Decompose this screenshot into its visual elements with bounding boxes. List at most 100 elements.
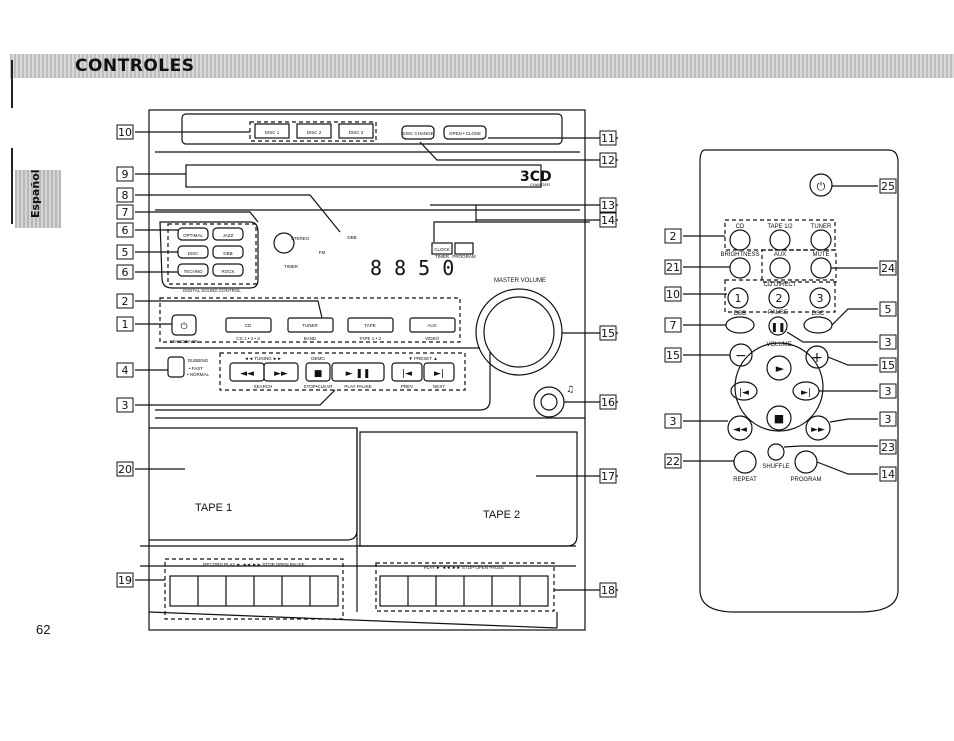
tuner-source-button[interactable] [287,317,334,333]
remote-stop-button[interactable] [766,405,792,431]
callout-number: 24 [881,262,895,275]
remote-digit-2[interactable] [768,287,790,309]
disc3-button[interactable] [338,123,374,139]
callout-number: 3 [122,399,129,412]
disc-change-button[interactable] [401,125,435,140]
rock-button[interactable] [212,263,244,277]
disc1-button[interactable] [254,123,290,139]
tape-source-label: TAPE [364,323,375,328]
callout-number: 13 [601,199,615,212]
remote-program-button[interactable] [794,450,818,474]
dbb-label: DBB [223,251,232,256]
margin-rule [11,148,13,224]
callout-number: 9 [122,168,129,181]
remote-plus-icon: + [811,350,823,366]
remote-tape-label: TAPE 1/2 [767,224,793,230]
remote-minus-icon: − [735,348,747,364]
remote-rewind-icon: ◄◄ [733,425,747,435]
unit-base [148,611,558,629]
remote-program-label: PROGRAM [790,477,821,483]
next-button[interactable] [423,362,455,382]
tape1-label: TAPE 1 [195,502,232,514]
remote-digit-3[interactable] [809,287,831,309]
remote-dpad [734,342,824,432]
fast-forward-icon: ►► [274,369,288,379]
fast-forward-button[interactable] [263,362,299,382]
master-volume-knob[interactable] [475,288,563,376]
headphone-jack[interactable] [533,386,565,418]
play-pause-label: PLAY PAUSE [344,384,371,389]
callout-number: 6 [122,224,129,237]
disc-label: DISC [188,251,200,256]
remote-rewind-button[interactable] [727,415,753,441]
remote-cd-label: CD [736,224,745,230]
deck2-keys-label: PLAY ► ◄◄ ►► STOP OPEN PAUSE [424,565,505,570]
prev-label: PREV [401,384,413,389]
disc3-label: DISC 3 [349,130,364,135]
remote-mute-button[interactable] [810,257,832,279]
stop-icon: ■ [314,369,323,379]
callout-number: 18 [601,584,615,597]
callout-number: 7 [122,206,129,219]
callout-number: 20 [118,463,132,476]
remote-play-icon: ► [776,362,785,375]
remote-brightness-button[interactable] [729,257,751,279]
remote-aux-button[interactable] [769,257,791,279]
remote-tape-button[interactable] [769,229,791,251]
standby-button[interactable] [171,314,197,336]
remote-repeat-label: REPEAT [733,477,757,483]
frequency-display: 8 8 5 0 [370,256,454,280]
demo-label: DEMO [311,356,325,361]
remote-dbb-button[interactable] [725,316,755,334]
remote-next-icon: ►| [801,388,811,398]
jazz-button[interactable] [212,227,244,241]
next-label: NEXT [433,384,445,389]
remote-pause-button[interactable] [768,316,788,336]
remote-digit-3-label: 3 [817,292,824,305]
program-button[interactable] [454,242,474,255]
callout-number: 16 [601,396,615,409]
remote-play-button[interactable] [766,355,792,381]
language-tab: Español [15,169,61,228]
callout-number: 5 [885,303,892,316]
digital-sound-control-label: DIGITAL SOUND CONTROL [183,288,241,293]
page-title: CONTROLES [75,56,195,76]
prev-icon: |◄ [402,369,412,379]
aux-source-button[interactable] [409,317,456,333]
tuner-source-label: TUNER [302,323,318,328]
remote-ff-button[interactable] [805,415,831,441]
dbb-button[interactable] [212,245,244,259]
remote-digit-1[interactable] [727,287,749,309]
tape-source-button[interactable] [347,317,394,333]
remote-repeat-button[interactable] [733,450,757,474]
headphone-icon: ♫ [566,385,574,395]
remote-tuner-button[interactable] [810,229,832,251]
techno-button[interactable] [177,263,209,277]
remote-power-button[interactable] [809,173,833,197]
page-number: 62 [36,622,51,637]
tape2-label: TAPE 2 [483,509,520,521]
callout-number: 10 [666,288,680,301]
prev-button[interactable] [391,362,423,382]
remote-pause-icon: ❚❚ [770,323,785,333]
stop-button[interactable] [305,362,331,382]
disc2-button[interactable] [296,123,332,139]
callout-number: 3 [670,415,677,428]
remote-shuffle-button[interactable] [767,443,785,461]
dubbing-switch[interactable] [167,356,185,378]
callout-number: 19 [118,574,132,587]
callout-number: 2 [122,295,129,308]
cd-source-button[interactable] [225,317,272,333]
timer-btn-label: TIMER [435,254,450,259]
play-pause-button[interactable] [331,362,385,382]
clock-timer-button[interactable] [431,242,453,255]
remote-cd-button[interactable] [729,229,751,251]
optimal-button[interactable] [177,227,209,241]
remote-dbb-label: DBB [734,311,746,317]
callout-number: 4 [122,364,129,377]
preset-label: ▼ PRESET ▲ [408,356,437,361]
open-close-button[interactable] [443,125,487,140]
remote-dsc-button[interactable] [803,316,833,334]
callout-number: 12 [601,154,615,167]
remote-prev-button[interactable] [730,381,758,401]
